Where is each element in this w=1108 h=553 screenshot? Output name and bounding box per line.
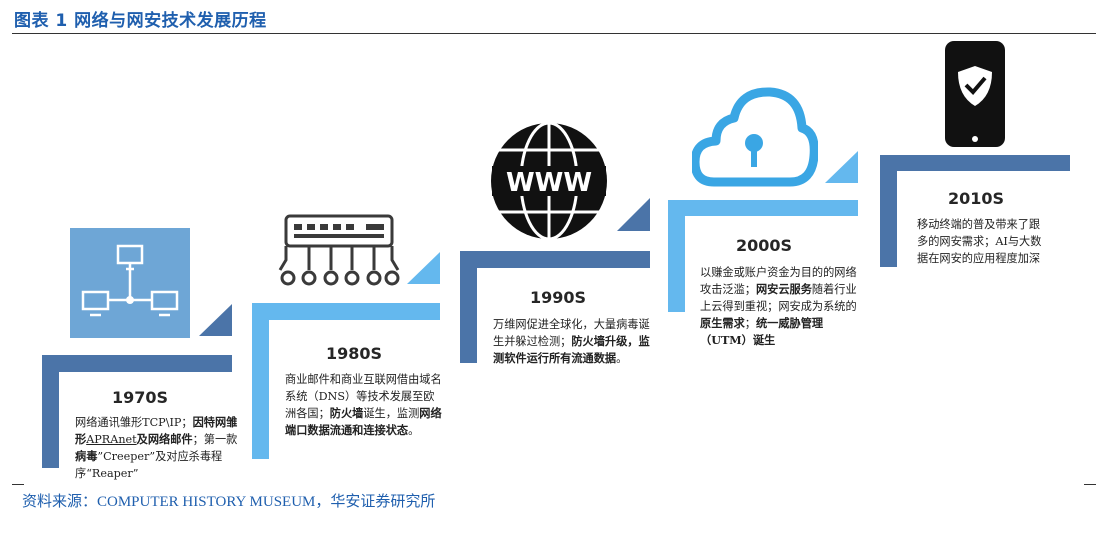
year-1980s: 1980S — [326, 344, 383, 363]
desc-segment: AI与大数据在网安的应用程度加深 — [917, 235, 1042, 265]
desc-segment: 随着行业上云得到重视；网安成为系统的 — [700, 283, 857, 313]
desc-segment: ； — [181, 416, 193, 429]
step-2000-triangle — [825, 151, 858, 183]
desc-1990s: 万维网促进全球化，大量病毒诞生并躲过检测；防火墙升级，监测软件运行所有流通数据。 — [493, 316, 653, 367]
desc-segment: 移动终端的普及带来了跟多的网安需求； — [917, 218, 1041, 248]
year-2000s: 2000S — [736, 236, 793, 255]
www-globe-icon: WWW — [491, 121, 607, 241]
desc-segment: ”Creeper”及对应杀毒程序“Reaper” — [75, 450, 223, 480]
figure-title: 图表 1 网络与网安技术发展历程 — [14, 11, 267, 31]
year-2010s: 2010S — [948, 189, 1005, 208]
step-1990-bar — [460, 251, 650, 268]
step-2010-post — [880, 155, 897, 267]
desc-1980s: 商业邮件和商业互联网借由域名系统（DNS）等技术发展至欧洲各国；防火墙诞生，监测… — [285, 371, 445, 439]
desc-segment: 诞生，监测 — [363, 407, 420, 420]
desc-segment: 网络通讯雏形 — [75, 416, 143, 429]
desc-segment: 。 — [408, 424, 420, 437]
desc-segment: 及网络邮件 — [136, 432, 193, 446]
desc-segment: APRAnet — [86, 433, 137, 446]
server-switch-icon — [278, 214, 400, 286]
desc-segment: 因特网雏形 — [75, 415, 238, 446]
desc-1970s: 网络通讯雏形TCP\IP；因特网雏形APRAnet及网络邮件；第一款病毒”Cre… — [75, 414, 240, 482]
step-1990-post — [460, 251, 477, 363]
step-1970-bar — [42, 355, 232, 372]
source-note: 资料来源：COMPUTER HISTORY MUSEUM，华安证券研究所 — [22, 494, 436, 510]
footer-tick-left — [12, 484, 24, 485]
network-topology-icon — [70, 228, 190, 338]
desc-segment: 防火墙 — [329, 406, 364, 420]
desc-segment: 网络端口数据流通和连接状态 — [285, 406, 442, 437]
desc-segment: 统一威胁管理（UTM）诞生 — [700, 316, 824, 347]
desc-segment: 监测软件运行所有流通数据 — [493, 334, 650, 365]
desc-segment: 原生需求 — [700, 316, 745, 330]
step-2000-post — [668, 200, 685, 312]
desc-2010s: 移动终端的普及带来了跟多的网安需求；AI与大数据在网安的应用程度加深 — [917, 216, 1051, 267]
step-1970-post — [42, 355, 59, 468]
desc-segment: 防火墙升级， — [571, 334, 639, 348]
step-1970-triangle — [199, 304, 232, 336]
year-1970s: 1970S — [112, 388, 169, 407]
step-1980-triangle — [407, 252, 440, 284]
desc-segment: 病毒 — [75, 449, 98, 463]
step-1980-post — [252, 303, 269, 459]
cloud-lock-icon — [692, 87, 818, 187]
desc-segment: 商业邮件和商业互联网借由域名系统（DNS）等技术发展至欧洲各国； — [285, 373, 442, 420]
desc-2000s: 以赚金或账户资金为目的的网络攻击泛滥；网安云服务随着行业上云得到重视；网安成为系… — [700, 264, 864, 349]
desc-segment: ； — [744, 317, 756, 330]
title-rule — [12, 33, 1096, 34]
step-2010-bar — [880, 155, 1070, 171]
mobile-shield-icon — [945, 41, 1005, 147]
svg-text:WWW: WWW — [506, 168, 592, 198]
step-2000-bar — [668, 200, 858, 216]
desc-segment: TCP\IP — [142, 416, 182, 429]
desc-segment: ；第一款 — [192, 433, 238, 446]
year-1990s: 1990S — [530, 288, 587, 307]
desc-segment: 万维网促进全球化，大量病毒诞生并躲过检测； — [493, 318, 650, 348]
step-1980-bar — [252, 303, 440, 320]
desc-segment: 网安云服务 — [755, 282, 812, 296]
step-1990-triangle — [617, 198, 650, 231]
desc-segment: 。 — [616, 352, 628, 365]
footer-tick-right — [1084, 484, 1096, 485]
desc-segment: 以赚金或账户资金为目的的网络攻击泛滥； — [700, 266, 857, 296]
